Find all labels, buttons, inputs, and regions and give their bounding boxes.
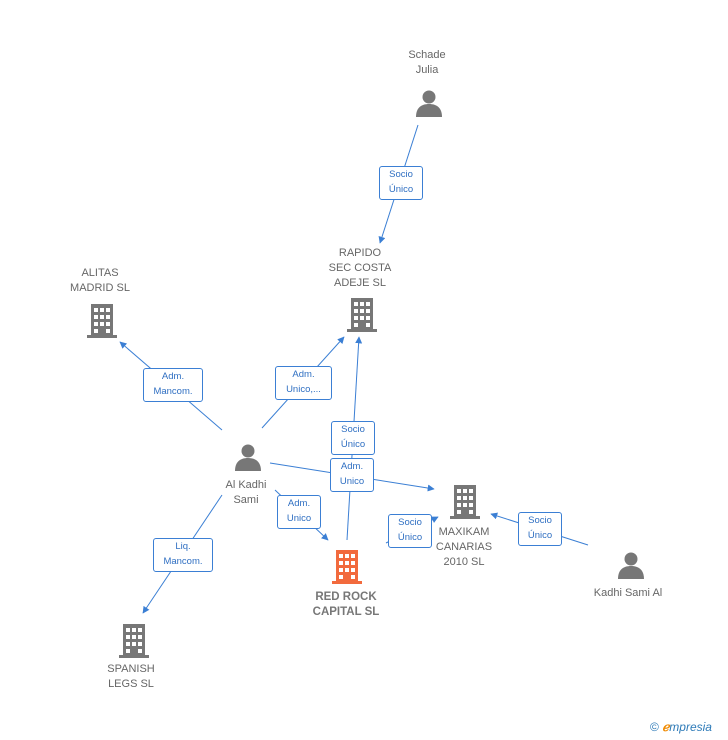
node-label-rapido: RAPIDO SEC COSTA ADEJE SL xyxy=(328,247,392,289)
brand-name: mpresia xyxy=(669,720,712,734)
copyright-symbol: © xyxy=(650,720,659,734)
node-label-maxikam: MAXIKAM CANARIAS 2010 SL xyxy=(435,526,493,568)
edge-label-redrock-maxikam[interactable]: Socio Único xyxy=(388,514,432,548)
building-icon[interactable] xyxy=(346,297,378,333)
node-label-alitas: ALITAS MADRID SL xyxy=(70,267,130,294)
node-label-alkadhi: Al Kadhi Sami xyxy=(225,479,267,506)
node-label-schade: Schade Julia xyxy=(408,49,446,76)
person-icon[interactable] xyxy=(414,88,444,118)
edge-label-alkadhi-rapido[interactable]: Adm. Unico,... xyxy=(275,366,332,400)
edge-label-schade-rapido[interactable]: Socio Único xyxy=(379,166,423,200)
node-label-kadhisami: Kadhi Sami Al xyxy=(593,587,663,599)
building-icon[interactable] xyxy=(86,303,118,339)
person-icon[interactable] xyxy=(616,550,646,580)
building-icon[interactable] xyxy=(449,484,481,520)
edge-label-kadhisami-maxikam[interactable]: Socio Único xyxy=(518,512,562,546)
edge-label-alkadhi-redrock[interactable]: Adm. Unico xyxy=(277,495,321,529)
edge-label-redrock-rapido[interactable]: Socio Único xyxy=(331,421,375,455)
node-label-spanish: SPANISH LEGS SL xyxy=(107,663,155,690)
empresia-logo: © ℯmpresia xyxy=(650,720,712,734)
edge-label-alkadhi-spanish[interactable]: Liq. Mancom. xyxy=(153,538,213,572)
node-label-redrock: RED ROCK CAPITAL SL xyxy=(312,591,380,618)
building-icon[interactable] xyxy=(118,623,150,659)
edge-label-alkadhi-alitas[interactable]: Adm. Mancom. xyxy=(143,368,203,402)
building-icon[interactable] xyxy=(331,549,363,585)
edge-label-alkadhi-maxikam[interactable]: Adm. Unico xyxy=(330,458,374,492)
brand-e: ℯ xyxy=(662,720,670,734)
person-icon[interactable] xyxy=(233,442,263,472)
